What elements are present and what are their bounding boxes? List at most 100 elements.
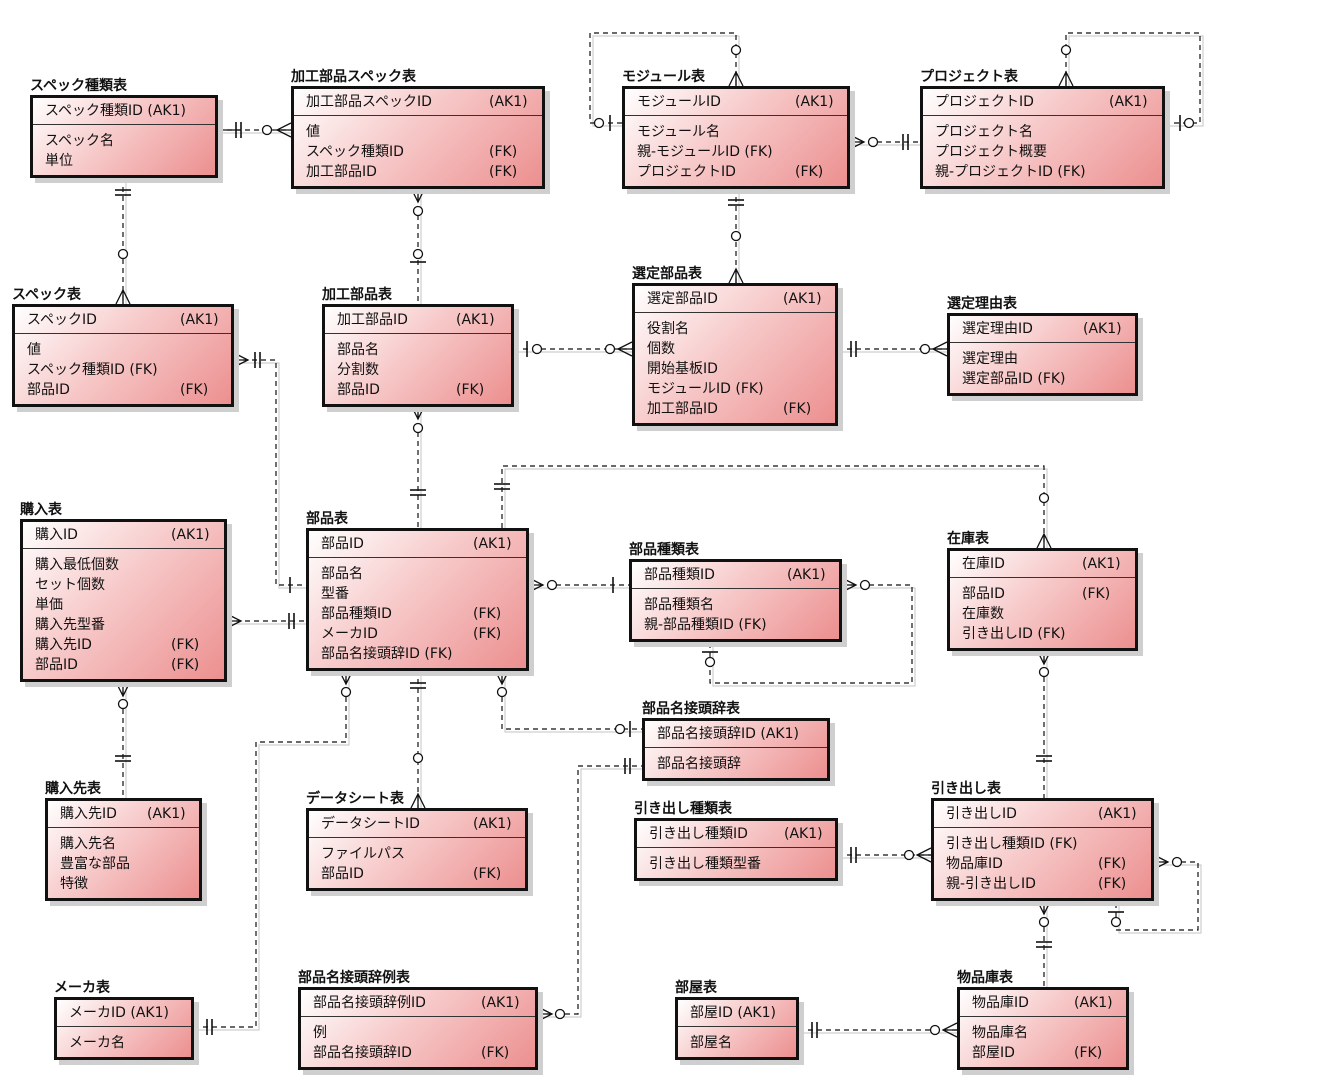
entity-attribute: 部品名 (309, 564, 526, 584)
optional-circle (340, 686, 352, 698)
attribute-name: 加工部品ID (337, 312, 408, 328)
attribute-name: 親-モジュールID (FK) (637, 144, 773, 160)
entity-purchase[interactable]: 購入表 購入ID(AK1)購入最低個数セット個数単価購入先型番購入先ID(FK)… (20, 502, 227, 682)
entity-title: 部品名接頭辞例表 (298, 970, 410, 986)
attribute-key: (FK) (489, 164, 518, 180)
attribute-name: 部品ID (321, 866, 364, 882)
crow-foot (1036, 649, 1052, 666)
attribute-name: 選定理由ID (962, 321, 1033, 337)
attribute-section: 物品庫名部屋ID(FK) (960, 1017, 1126, 1067)
optional-circle (604, 343, 616, 355)
entity-project[interactable]: プロジェクト表 プロジェクトID(AK1)プロジェクト名プロジェクト概要親-プロ… (920, 69, 1165, 189)
attribute-name: 部品ID (35, 657, 78, 673)
crow-foot (275, 122, 292, 138)
attribute-key: (AK1) (473, 536, 512, 552)
entity-maker[interactable]: メーカ表 メーカID (AK1)メーカ名 (54, 980, 194, 1060)
crow-foot (849, 134, 866, 150)
attribute-name: 引き出しID (FK) (962, 626, 1066, 642)
attribute-name: 部屋名 (690, 1035, 732, 1051)
entity-attribute: 部品名 (325, 340, 511, 360)
optional-circle (412, 752, 424, 764)
entity-spec-type[interactable]: スペック種類表 スペック種類ID (AK1)スペック名単位 (30, 78, 218, 178)
attribute-name: 値 (306, 124, 320, 140)
crow-foot (728, 70, 744, 87)
entity-part-type[interactable]: 部品種類表 部品種類ID(AK1)部品種類名親-部品種類ID (FK) (629, 542, 842, 642)
entity-drawer[interactable]: 引き出し表 引き出しID(AK1)引き出し種類ID (FK)物品庫ID(FK)親… (931, 781, 1154, 901)
optional-circle (412, 422, 424, 434)
entity-attribute: 購入先ID(AK1) (48, 804, 199, 824)
entity-attribute: 親-引き出しID(FK) (934, 874, 1151, 894)
entity-proc-spec[interactable]: 加工部品スペック表 加工部品スペックID(AK1)値スペック種類ID(FK)加工… (291, 69, 545, 189)
entity-attribute: プロジェクトID(AK1) (923, 92, 1162, 112)
entity-attribute: 在庫ID(AK1) (950, 554, 1135, 574)
attribute-section: ファイルパス部品ID(FK) (309, 838, 525, 888)
entity-attribute: 部品ID(AK1) (309, 534, 526, 554)
attribute-name: 親-部品種類ID (FK) (644, 617, 767, 633)
attribute-section: 部品名接頭辞 (645, 748, 827, 778)
attribute-section: 購入最低個数セット個数単価購入先型番購入先ID(FK)部品ID(FK) (23, 549, 224, 679)
crow-foot (1036, 532, 1052, 549)
attribute-name: プロジェクト名 (935, 124, 1033, 140)
entity-prefix-example[interactable]: 部品名接頭辞例表 部品名接頭辞例ID(AK1)例部品名接頭辞ID(FK) (298, 970, 538, 1070)
entity-attribute: 引き出し種類型番 (637, 854, 835, 874)
optional-circle (117, 698, 129, 710)
entity-title: 物品庫表 (957, 970, 1013, 986)
entity-datasheet[interactable]: データシート表 データシートID(AK1)ファイルパス部品ID(FK) (306, 791, 528, 891)
entity-vendor[interactable]: 購入先表 購入先ID(AK1)購入先名豊富な部品特徴 (45, 781, 202, 901)
attribute-name: 購入先型番 (35, 617, 105, 633)
crow-foot (1036, 899, 1052, 916)
entity-title: 部品種類表 (629, 542, 699, 558)
crow-foot (233, 352, 250, 368)
primary-key-section: 部品名接頭辞例ID(AK1) (301, 990, 535, 1017)
optional-circle (730, 44, 742, 56)
attribute-name: 親-プロジェクトID (FK) (935, 164, 1086, 180)
attribute-name: 部品名接頭辞 (657, 756, 741, 772)
entity-attribute: 部品名接頭辞ID (FK) (309, 644, 526, 664)
entity-attribute: 部品ID (FK) (23, 655, 224, 675)
crow-foot (941, 1022, 958, 1038)
crow-foot (115, 681, 131, 698)
attribute-key: (AK1) (481, 995, 520, 1011)
optional-circle (903, 849, 915, 861)
entity-attribute: スペック種類ID (AK1) (33, 101, 215, 121)
entity-attribute: データシートID(AK1) (309, 814, 525, 834)
attribute-key: (FK) (171, 657, 200, 673)
attribute-name: 購入先名 (60, 836, 116, 852)
optional-circle (859, 579, 871, 591)
entity-stock[interactable]: 在庫表 在庫ID(AK1)部品ID(FK)在庫数引き出しID (FK) (947, 531, 1138, 651)
entity-room[interactable]: 部屋表 部屋ID (AK1)部屋名 (675, 980, 799, 1060)
entity-attribute: 親-部品種類ID (FK) (632, 615, 839, 635)
attribute-name: 物品庫ID (946, 856, 1003, 872)
optional-circle (614, 723, 626, 735)
attribute-name: スペック種類ID (306, 144, 404, 160)
entity-module[interactable]: モジュール表 モジュールID(AK1)モジュール名親-モジュールID (FK)プ… (622, 69, 850, 189)
entity-attribute: 物品庫ID(AK1) (960, 993, 1126, 1013)
entity-reason[interactable]: 選定理由表 選定理由ID(AK1)選定理由選定部品ID (FK) (947, 296, 1138, 396)
attribute-key: (AK1) (1074, 995, 1113, 1011)
attribute-name: 部品種類名 (644, 597, 714, 613)
attribute-key: (FK) (795, 164, 824, 180)
entity-attribute: 引き出しID (FK) (950, 624, 1135, 644)
attribute-name: ファイルパス (321, 846, 405, 862)
entity-attribute: 型番 (309, 584, 526, 604)
entity-spec[interactable]: スペック表 スペックID(AK1)値スペック種類ID (FK)部品ID(FK) (12, 287, 234, 407)
entity-attribute: モジュール名 (625, 122, 847, 142)
entity-proc-part[interactable]: 加工部品表 加工部品ID(AK1)部品名分割数部品ID(FK) (322, 287, 514, 407)
entity-attribute: スペックID(AK1) (15, 310, 231, 330)
attribute-section: 部品ID(FK)在庫数引き出しID (FK) (950, 578, 1135, 648)
crow-foot (410, 792, 426, 809)
entity-warehouse[interactable]: 物品庫表 物品庫ID(AK1) 物品庫名部屋ID(FK) (957, 970, 1129, 1070)
entity-attribute: スペック種類ID(FK) (294, 142, 542, 162)
entity-attribute: 部屋名 (678, 1033, 796, 1053)
entity-attribute: 選定部品ID(AK1) (635, 289, 835, 309)
rel-prefix-prefixex (538, 765, 642, 1015)
entity-prefix[interactable]: 部品名接頭辞表 部品名接頭辞ID (AK1)部品名接頭辞 (642, 701, 830, 781)
attribute-section: 部品種類名親-部品種類ID (FK) (632, 589, 839, 639)
attribute-name: メーカID (AK1) (69, 1005, 169, 1021)
entity-part[interactable]: 部品表 部品ID(AK1)部品名型番部品種類ID(FK)メーカID(FK)部品名… (306, 511, 529, 671)
entity-attribute: 加工部品スペックID(AK1) (294, 92, 542, 112)
entity-drawer-type[interactable]: 引き出し種類表 引き出し種類ID(AK1)引き出し種類型番 (634, 801, 838, 881)
entity-attribute: 親-モジュールID (FK) (625, 142, 847, 162)
